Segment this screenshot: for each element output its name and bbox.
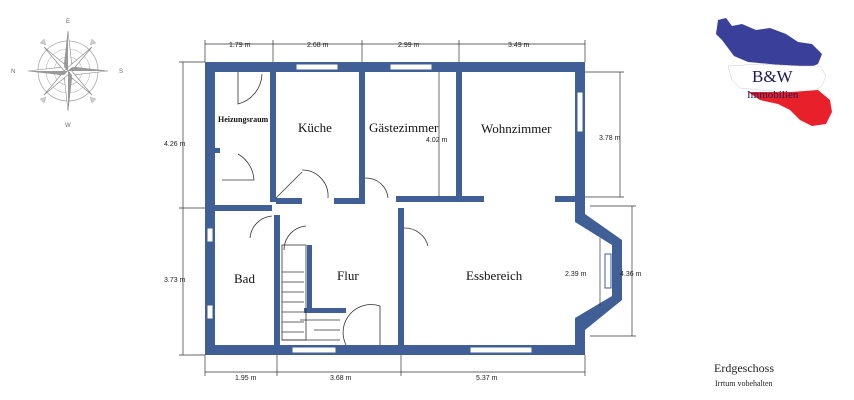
compass-rose-icon: E W N S (11, 19, 123, 129)
dim-top-2: 2.68 m (307, 42, 329, 49)
room-essbereich: Essbereich (466, 268, 523, 283)
dim-bottom-2: 3.68 m (330, 375, 352, 382)
room-gaestezimmer: Gästezimmer (369, 120, 439, 135)
dim-bay-outer: 4.36 m (620, 271, 642, 278)
room-wohnzimmer: Wohnzimmer (481, 121, 552, 136)
dim-top-1: 1.79 m (229, 42, 251, 49)
dim-bay-inner: 2.39 m (565, 271, 587, 278)
doors (222, 72, 429, 346)
logo-subtitle-text: Immobilien (747, 89, 799, 101)
dim-bottom-3: 5.37 m (476, 375, 498, 382)
floor-title: Erdgeschoss (714, 361, 774, 375)
room-flur: Flur (337, 268, 359, 283)
staircase (281, 244, 340, 341)
room-kueche: Küche (298, 120, 332, 135)
dim-left-1: 4.26 m (164, 141, 186, 148)
room-labels: Heizungsraum Küche Gästezimmer Wohnzimme… (218, 115, 552, 286)
dimension-lines (179, 40, 636, 376)
dim-top-4: 3.49 m (508, 42, 530, 49)
windows (206, 63, 612, 354)
dim-top-3: 2.99 m (398, 42, 420, 49)
compass-north-label: N (11, 69, 15, 75)
dim-left-2: 3.73 m (164, 277, 186, 284)
company-logo: B&W Immobilien (716, 18, 832, 126)
dimension-labels: 1.79 m 2.68 m 2.99 m 3.49 m 1.95 m 3.68 … (164, 42, 642, 382)
compass-west-label: W (65, 123, 71, 129)
compass-south-label: S (119, 69, 123, 75)
dim-bottom-1: 1.95 m (235, 375, 257, 382)
walls (205, 62, 622, 355)
dim-gaeste-height: 4.02 m (426, 137, 448, 144)
compass-east-label: E (66, 19, 70, 25)
room-heizungsraum: Heizungsraum (218, 115, 269, 124)
room-bad: Bad (234, 271, 255, 286)
dim-right-wohn: 3.78 m (599, 135, 621, 142)
disclaimer-text: Irrtum vobehalten (715, 379, 773, 388)
logo-brand-text: B&W (752, 67, 794, 86)
